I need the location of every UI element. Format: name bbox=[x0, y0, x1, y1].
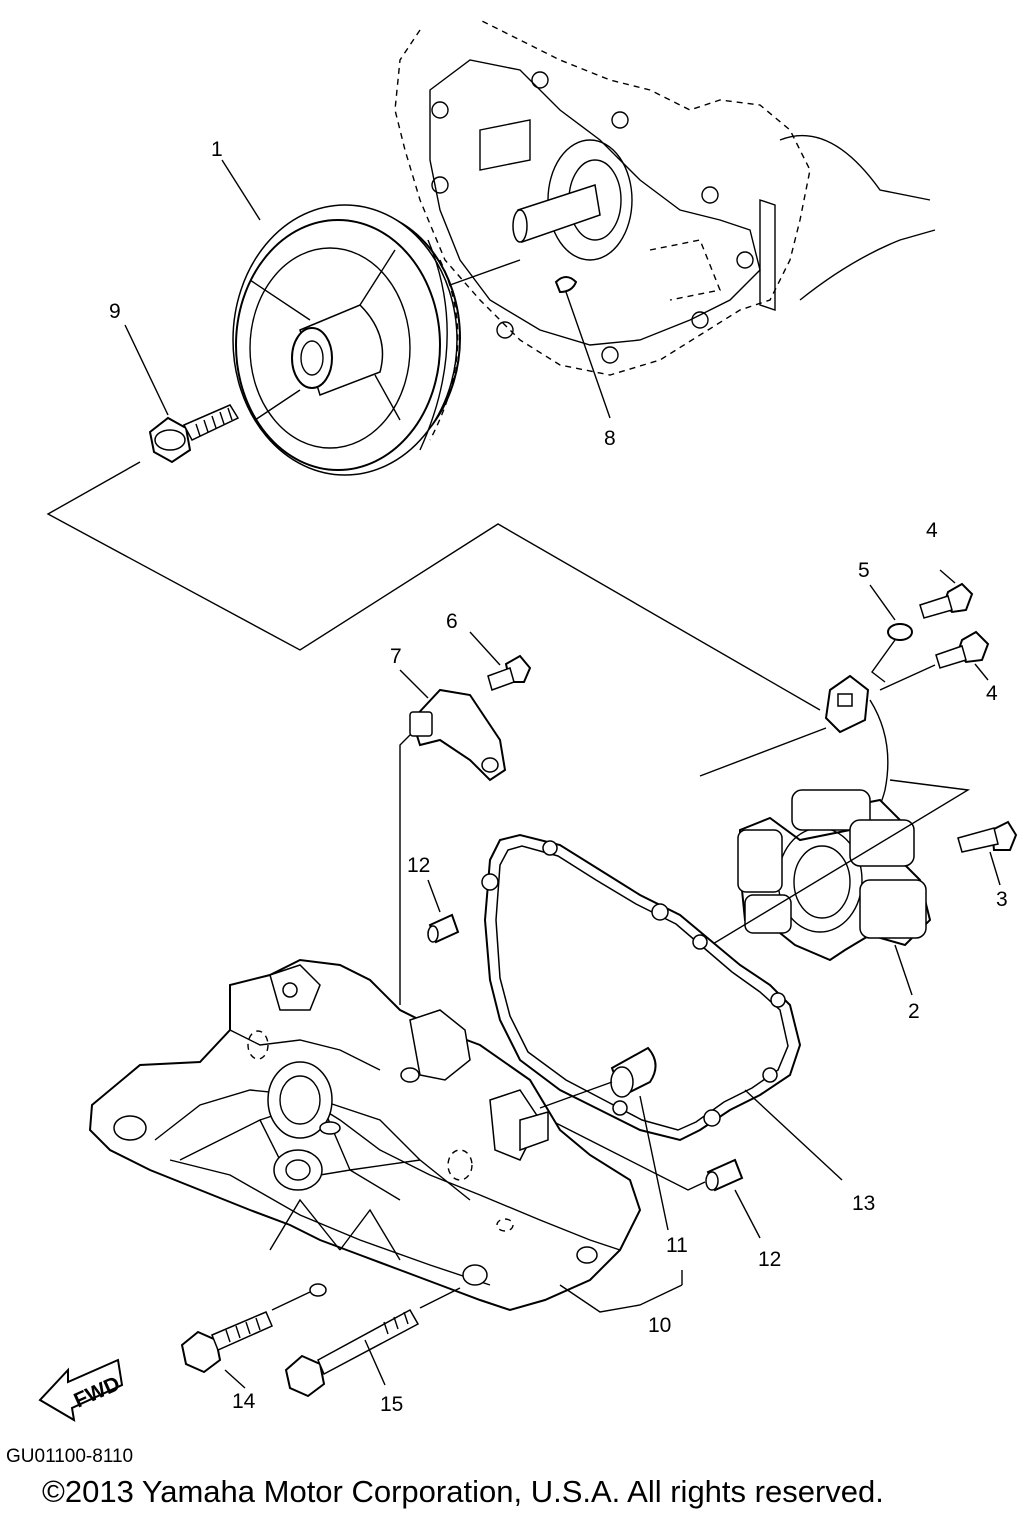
callout-4-bottom: 4 bbox=[986, 682, 998, 705]
screw-4-upper bbox=[919, 582, 974, 619]
callout-6: 6 bbox=[446, 610, 458, 633]
engine-crankcase bbox=[394, 19, 936, 376]
flywheel-rotor bbox=[232, 204, 521, 476]
callout-5: 5 bbox=[858, 559, 870, 582]
lead-clamp bbox=[409, 688, 507, 782]
callout-7: 7 bbox=[390, 645, 402, 668]
washer bbox=[887, 623, 913, 641]
clamp-screw bbox=[487, 654, 532, 691]
rotor-bolt bbox=[148, 404, 240, 464]
callout-9: 9 bbox=[109, 300, 121, 323]
cover-bolt-long bbox=[284, 1308, 420, 1398]
callout-11: 11 bbox=[666, 1234, 688, 1257]
diagram-code: GU01100-8110 bbox=[6, 1446, 133, 1467]
callout-13: 13 bbox=[852, 1192, 875, 1215]
dowel-pin-upper bbox=[427, 913, 460, 944]
crankcase-cover bbox=[88, 958, 642, 1312]
callout-10: 10 bbox=[648, 1314, 671, 1337]
cover-bolt-short bbox=[180, 1311, 273, 1374]
copyright-notice: ©2013 Yamaha Motor Corporation, U.S.A. A… bbox=[42, 1474, 884, 1509]
callout-12-top: 12 bbox=[407, 854, 430, 877]
dowel-pin-lower bbox=[705, 1158, 744, 1192]
forward-direction-arrow: FWD bbox=[38, 1358, 124, 1422]
callout-2: 2 bbox=[908, 1000, 920, 1023]
callout-4-top: 4 bbox=[926, 519, 938, 542]
stator-screw bbox=[957, 820, 1018, 853]
callout-8: 8 bbox=[604, 427, 616, 450]
woodruff-key bbox=[554, 276, 578, 294]
callout-15: 15 bbox=[380, 1393, 403, 1416]
collar bbox=[519, 1046, 657, 1152]
callout-12-bottom: 12 bbox=[758, 1248, 781, 1271]
callout-14: 14 bbox=[232, 1390, 256, 1413]
callout-3: 3 bbox=[996, 888, 1008, 911]
callout-1: 1 bbox=[211, 138, 223, 161]
stator bbox=[737, 789, 932, 962]
screw-4-lower bbox=[935, 630, 990, 669]
cover-gasket bbox=[481, 833, 802, 1142]
